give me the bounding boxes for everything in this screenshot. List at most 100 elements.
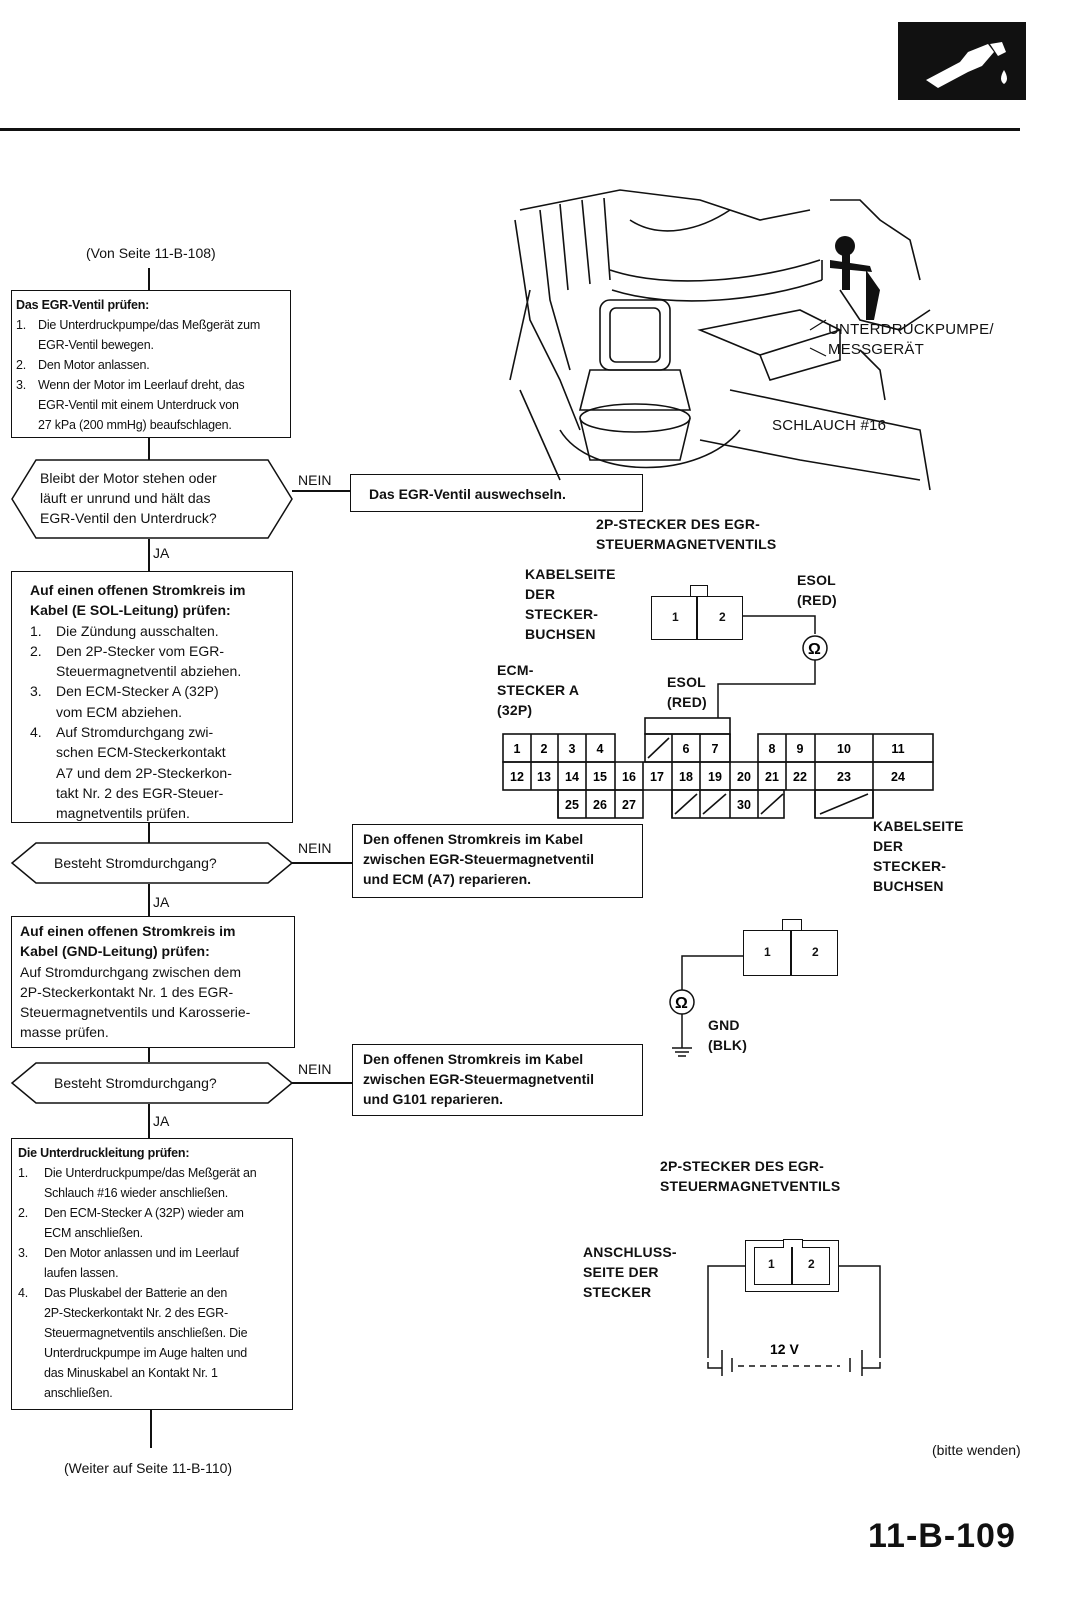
label-vacuum-pump: UNTERDRUCKPUMPE/MESSGERÄT xyxy=(828,321,994,358)
no-label: NEIN xyxy=(298,472,332,488)
yes-label: JA xyxy=(153,894,170,910)
ohm-symbol: Ω xyxy=(808,641,821,658)
connector-line xyxy=(148,268,150,290)
label-esol-red-ecm: ESOL(RED) xyxy=(667,674,707,710)
pin-label: 2 xyxy=(719,610,726,624)
connector-2p-top: 1 2 xyxy=(651,585,743,640)
no-branch-line xyxy=(292,490,350,492)
decision-diamond xyxy=(11,459,293,539)
figure-title-battery: 2P-STECKER DES EGR-STEUERMAGNETVENTILS xyxy=(660,1158,841,1194)
pin-label: 1 xyxy=(768,1257,775,1271)
no-branch-line xyxy=(292,1082,352,1084)
ohmmeter-ground-wiring: Ω xyxy=(669,955,744,1057)
ohm-symbol: Ω xyxy=(675,995,688,1012)
connector-line xyxy=(148,438,150,460)
turn-page-note: (bitte wenden) xyxy=(932,1442,1021,1458)
label-esol-red: ESOL(RED) xyxy=(797,572,837,608)
connector-line xyxy=(148,884,150,916)
ecm-pin-label: 23 xyxy=(837,770,851,784)
yes-label: JA xyxy=(153,545,170,561)
step-list: 1.Die Zündung ausschalten. 2.Den 2P-Stec… xyxy=(30,621,292,824)
ecm-pin-label: 16 xyxy=(622,770,636,784)
action-replace-egr-valve: Das EGR-Ventil auswechseln. xyxy=(350,474,643,512)
ecm-pin-label: 7 xyxy=(712,742,719,756)
connector-line xyxy=(148,823,150,843)
ecm-pin-label: 6 xyxy=(683,742,690,756)
label-gnd-blk: GND(BLK) xyxy=(708,1017,748,1053)
pin-label: 2 xyxy=(808,1257,815,1271)
label-hose-16: SCHLAUCH #16 xyxy=(772,417,887,434)
decision-question: Besteht Stromdurchgang? xyxy=(54,1075,217,1091)
ecm-pin-label: 17 xyxy=(650,770,664,784)
list-item: 2.Den Motor anlassen. xyxy=(16,358,150,372)
connector-2p-gnd: 1 2 xyxy=(743,919,838,976)
list-item: 1.Die Zündung ausschalten. xyxy=(30,622,219,639)
list-item: 2.Den 2P-Stecker vom EGR-Steuermagnetven… xyxy=(30,642,242,680)
egr-valve-illustration xyxy=(509,189,931,491)
yes-label: JA xyxy=(153,1113,170,1129)
ecm-pin-label: 19 xyxy=(708,770,722,784)
step-check-egr-valve: Das EGR-Ventil prüfen: 1.Die Unterdruckp… xyxy=(11,290,291,438)
page-number: 11-B-109 xyxy=(868,1517,1016,1555)
ecm-pin-label: 4 xyxy=(597,742,604,756)
ecm-pin-label: 18 xyxy=(679,770,693,784)
ecm-pin-label: 22 xyxy=(793,770,807,784)
to-page-ref: (Weiter auf Seite 11-B-110) xyxy=(64,1460,233,1476)
ecm-pin-label: 13 xyxy=(537,770,551,784)
list-item: 4.Auf Stromdurchgang zwi-schen ECM-Steck… xyxy=(30,724,232,822)
ecm-pin-label: 30 xyxy=(737,798,751,812)
figure-title: 2P-STECKER DES EGR-STEUERMAGNETVENTILS xyxy=(596,516,777,552)
connector-line xyxy=(148,1104,150,1138)
ecm-pin-label: 12 xyxy=(510,770,524,784)
no-label: NEIN xyxy=(298,1061,332,1077)
decision-diamond xyxy=(10,1062,294,1104)
ecm-pin-label: 21 xyxy=(765,770,779,784)
connector-line xyxy=(150,1410,152,1448)
ecm-pin-label: 14 xyxy=(565,770,579,784)
ecm-pin-label: 26 xyxy=(593,798,607,812)
pin-label: 2 xyxy=(812,945,819,959)
connector-line xyxy=(148,1048,150,1062)
no-branch-line xyxy=(292,862,352,864)
step-check-vacuum-line: Die Unterdruckleitung prüfen: 1.Die Unte… xyxy=(11,1138,293,1410)
header-rule xyxy=(0,128,1020,131)
step-title: Das EGR-Ventil prüfen: xyxy=(16,298,150,312)
ecm-pin-label: 9 xyxy=(797,742,804,756)
ecm-pin-label: 11 xyxy=(891,742,904,756)
connector-line xyxy=(148,539,150,571)
pin-label: 1 xyxy=(672,610,679,624)
ecm-pin-label: 3 xyxy=(569,742,576,756)
decision-question: Besteht Stromdurchgang? xyxy=(54,855,217,871)
ecm-pin-label: 10 xyxy=(837,742,851,756)
fuel-nozzle-icon xyxy=(926,42,1007,88)
decision-diamond xyxy=(10,842,294,884)
ecm-pin-label: 8 xyxy=(769,742,776,756)
pin-label: 1 xyxy=(764,945,771,959)
battery-wiring: 12 V xyxy=(707,1265,881,1376)
step-title: Die Unterdruckleitung prüfen: xyxy=(18,1146,190,1160)
ecm-pin-label: 27 xyxy=(622,798,636,812)
ecm-pin-label: 24 xyxy=(891,770,905,784)
from-page-ref: (Von Seite 11-B-108) xyxy=(86,245,216,261)
ecm-pin-label: 2 xyxy=(541,742,548,756)
